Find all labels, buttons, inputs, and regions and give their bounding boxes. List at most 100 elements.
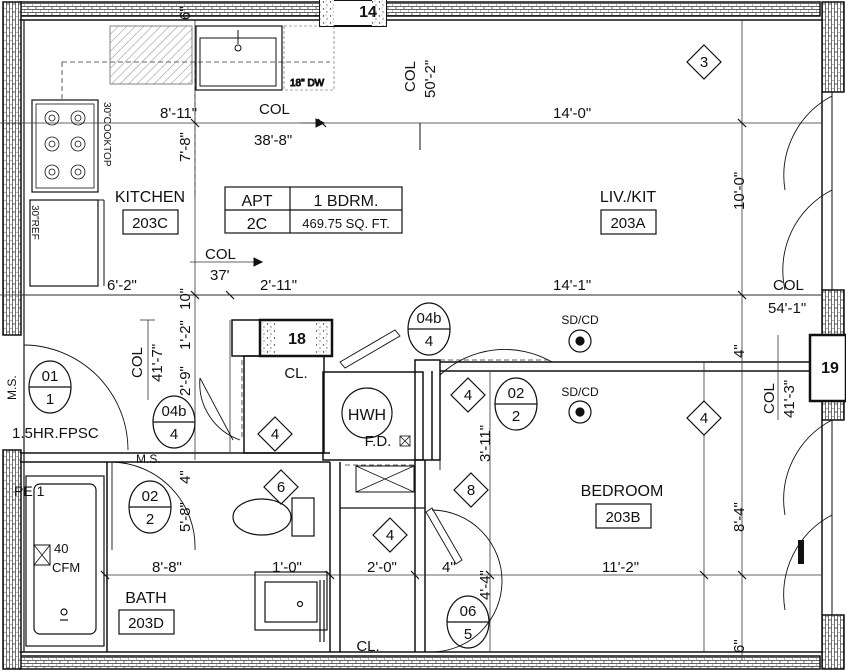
col-value: 37': [210, 267, 230, 284]
dim-bot-11-2: 11'-2": [602, 559, 639, 576]
dim-8-4: 8'-4": [731, 502, 748, 532]
unit-area: 469.75 SQ. FT.: [302, 216, 389, 231]
dim-4-4: 4'-4": [477, 570, 494, 600]
dim-bot-1-0: 1'-0": [272, 559, 302, 576]
room-bath: BATH 203D: [118, 590, 175, 635]
dim-mid-small: 2'-11": [260, 277, 297, 294]
dishwasher-label: 18" DW: [290, 78, 325, 89]
medicine-shelf-label: M.S.: [5, 375, 19, 400]
dim-6-b: 6": [731, 639, 748, 653]
diamond-6: 6: [277, 479, 285, 496]
dashed-lines: [61, 61, 550, 466]
left-exterior-wall: [2, 1, 22, 336]
col-value: 41'-7": [149, 344, 166, 382]
room-number: 203D: [128, 615, 164, 632]
col-value: 41'-3": [781, 380, 798, 418]
marker-text: 18: [288, 331, 306, 348]
door-tag-bottom: 1: [46, 391, 54, 408]
diamond-4: 4: [464, 387, 472, 404]
apt-number: 2C: [247, 216, 267, 233]
door-tag-texts: 01 1 04b 4 04b 4 02 2 02 2 06 5: [42, 310, 525, 643]
room-bedroom: BEDROOM 203B: [581, 483, 664, 529]
top-exterior-wall: [19, 1, 821, 17]
door-tag-top: 02: [508, 385, 525, 402]
col-arrows: [253, 118, 421, 267]
dim-mid-left: 6'-2": [107, 277, 137, 294]
apt-label: APT: [241, 193, 272, 210]
diamond-texts: 3 4 4 4 4 6 8: [271, 54, 708, 544]
room-kitchen: KITCHEN 203C: [115, 189, 185, 235]
dim-4-a: 4": [177, 470, 194, 484]
dimension-texts: 8'-11" 14'-0" 6'-2" 2'-11" 14'-1" 8'-8" …: [107, 105, 639, 576]
dim-dim-4-b: 4": [442, 559, 456, 576]
room-number: 203C: [132, 215, 168, 232]
kitchen-sink: [195, 25, 283, 91]
closet-label-2: CL.: [356, 638, 379, 655]
col-label: COL: [259, 101, 290, 118]
marker-14: 14: [319, 0, 387, 27]
diamond-8: 8: [467, 482, 475, 499]
door-tag-bottom: 2: [146, 511, 154, 528]
diamond-4: 4: [386, 527, 394, 544]
exhaust-fan-unit: CFM: [52, 560, 80, 575]
dim-liv-depth: 10'-0": [731, 172, 748, 210]
medicine-shelf-label-2: M.S.: [136, 452, 161, 466]
room-name: LIV./KIT: [600, 189, 657, 206]
dishwasher: [283, 25, 335, 91]
dimension-texts-vertical: 7'-8" 10'-0" 10" 1'-2" 2'-9" 4" 5'-8" 3'…: [177, 6, 748, 653]
col-label: COL: [761, 383, 778, 414]
col-label: COL: [129, 347, 146, 378]
apartment-info-box: [224, 186, 403, 234]
kitchen-fixtures: 18" DW: [29, 25, 335, 287]
col-label: COL: [402, 61, 419, 92]
col-value: 54'-1": [768, 300, 806, 317]
dim-bot-2-0: 2'-0": [367, 559, 397, 576]
fire-panel-label: 1.5HR.FPSC: [12, 425, 99, 442]
diamond-3: 3: [700, 54, 708, 71]
room-name: BEDROOM: [581, 483, 664, 500]
dimension-ticks: [100, 118, 747, 580]
dim-1-2: 1'-2": [177, 320, 194, 350]
cooktop: [31, 99, 99, 193]
hwh-label: HWH: [348, 407, 386, 424]
marker-text: 14: [359, 4, 377, 21]
room-number: 203B: [605, 509, 640, 526]
diamond-markers: [257, 44, 722, 553]
pe-label: PE 1: [14, 483, 45, 499]
door-tag-top: 01: [42, 368, 59, 385]
dim-mid-right: 14'-1": [553, 277, 591, 294]
diamond-4: 4: [700, 410, 708, 427]
col-value: 38'-8": [254, 132, 292, 149]
marker-19: 19: [808, 333, 846, 403]
room-name: KITCHEN: [115, 189, 185, 206]
dim-6-a: 6": [177, 6, 194, 20]
door-tag-top: 06: [460, 603, 477, 620]
closet-label-1: CL.: [284, 365, 307, 382]
marker-18: 18: [258, 318, 334, 358]
cooktop-label: 30"COOKTOP: [101, 102, 112, 167]
col-label: COL: [205, 246, 236, 263]
dim-top-right: 14'-0": [553, 105, 591, 122]
dim-5-8: 5'-8": [177, 502, 194, 532]
sd-label-1: SD/CD: [561, 313, 599, 327]
refrigerator: [29, 199, 99, 287]
door-tag-top: 04b: [161, 403, 186, 420]
room-number: 203A: [610, 215, 645, 232]
col-value: 50'-2": [422, 60, 439, 98]
dim-bot-8-8: 8'-8": [152, 559, 182, 576]
door-tag-bottom: 2: [512, 408, 520, 425]
door-tag-bottom: 5: [464, 626, 472, 643]
smoke-detectors: [568, 329, 592, 424]
diamond-4: 4: [271, 426, 279, 443]
marker-text: 19: [821, 360, 839, 377]
room-living-kitchen: LIV./KIT 203A: [600, 189, 657, 235]
hot-water-heater: HWH: [341, 387, 393, 439]
door-tag-bottom: 4: [170, 426, 178, 443]
dim-10: 10": [177, 288, 194, 310]
dim-kitchen-depth: 7'-8": [177, 132, 194, 162]
refrigerator-label: 30"REF: [29, 205, 40, 240]
door-swings: [23, 95, 833, 653]
room-name: BATH: [125, 590, 166, 607]
